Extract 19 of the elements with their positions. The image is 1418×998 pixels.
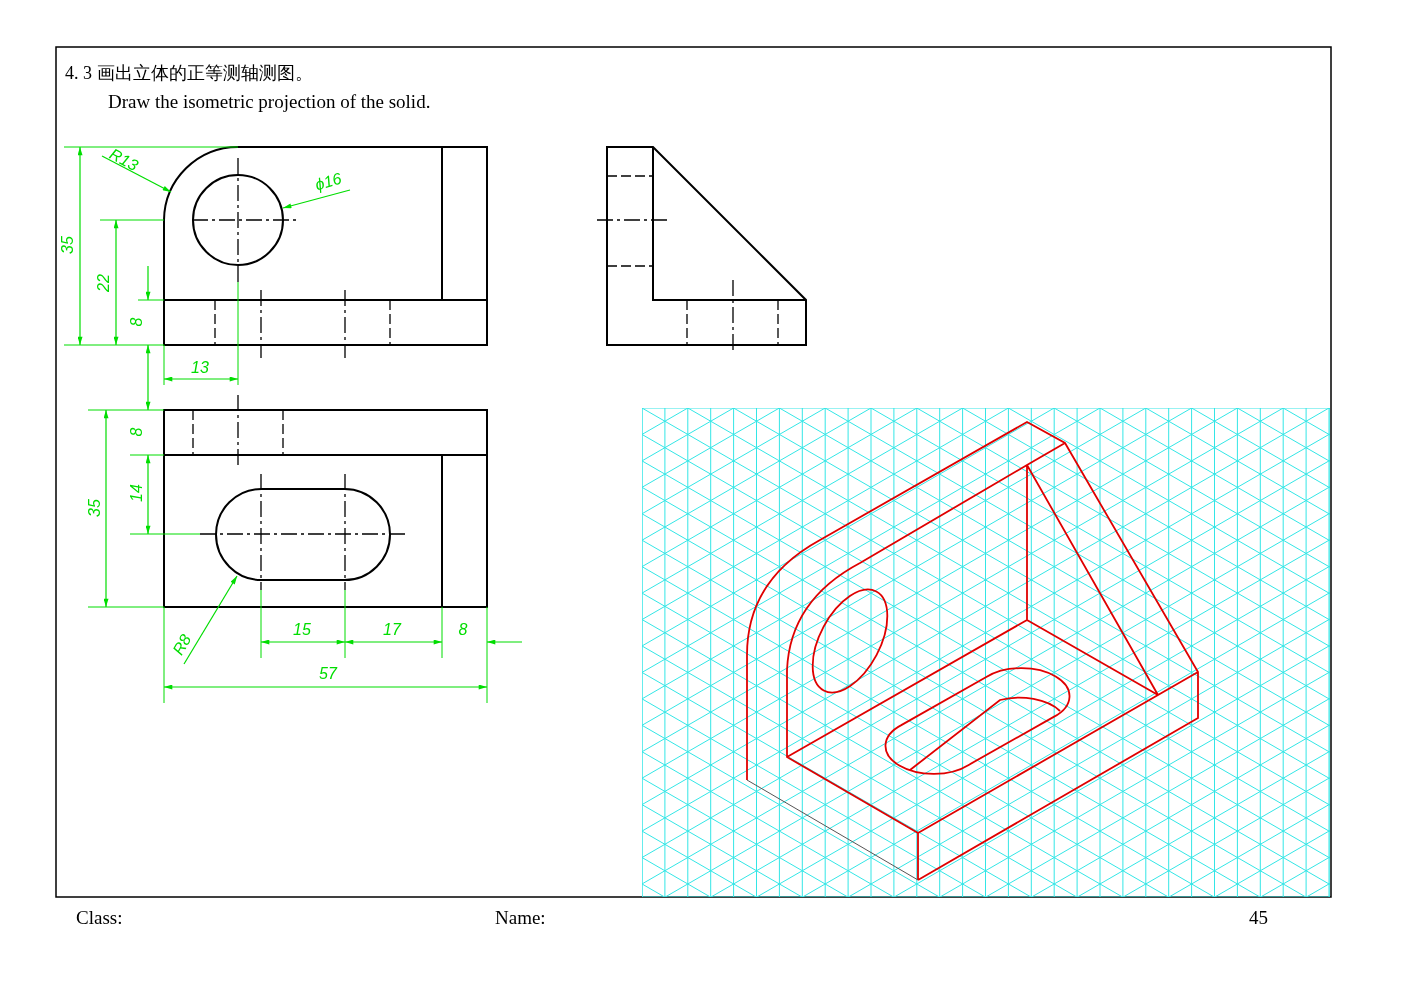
dimension-text: 15 <box>293 622 311 638</box>
dimension-text: 35 <box>59 236 76 254</box>
dimension-text: R13 <box>106 146 140 174</box>
dimension-text: ϕ16 <box>312 170 343 194</box>
dimension-text: 13 <box>191 360 209 376</box>
footer-label: Name: <box>495 908 546 927</box>
dimension-text: 17 <box>383 622 401 638</box>
footer-label: Class: <box>76 908 123 927</box>
dimension-text: 57 <box>319 666 337 682</box>
exercise-title: 4. 3 画出立体的正等测轴测图。 <box>65 64 313 82</box>
dimension-text: 22 <box>95 274 112 292</box>
dimension-text: 14 <box>128 484 145 502</box>
dimension-text: 35 <box>86 499 103 517</box>
dimension-text: 8 <box>458 622 468 638</box>
dimension-text: R8 <box>170 632 195 658</box>
dimension-text: 8 <box>128 427 145 437</box>
page-number: 45 <box>1249 908 1268 927</box>
dimension-text: 8 <box>128 317 145 327</box>
instruction-text: Draw the isometric projection of the solid. <box>108 92 431 111</box>
